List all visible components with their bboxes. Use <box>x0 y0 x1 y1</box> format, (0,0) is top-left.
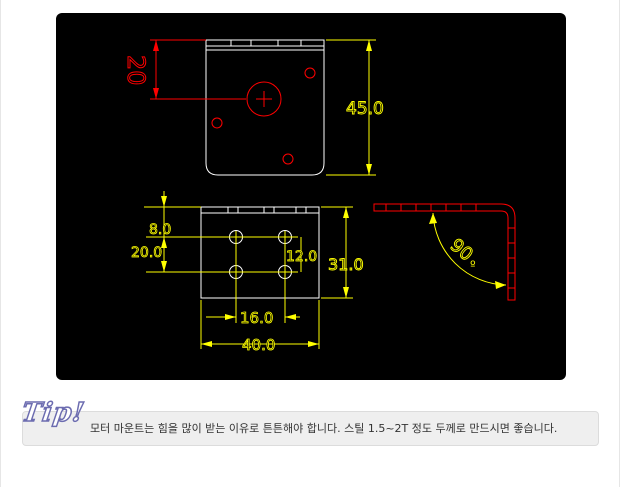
tip-text: 모터 마운트는 힘을 많이 받는 이유로 튼튼해야 합니다. 스틸 1.5~2T… <box>90 422 558 435</box>
tip-logo: Tip! <box>19 397 88 429</box>
top-view-height-dim-label: 45.0 <box>346 99 384 119</box>
side-view-degree-symbol: º <box>470 258 476 272</box>
front-view-plate-outline <box>200 206 320 299</box>
side-view-bracket-outline <box>373 203 516 301</box>
cad-drawing-panel: 45.0 20 <box>56 13 566 380</box>
tip-box <box>22 411 599 446</box>
side-view-angle-arc <box>432 212 507 286</box>
top-view-mount-hole <box>304 67 316 79</box>
front-view-height-dim-label: 31.0 <box>328 255 364 274</box>
front-view-inner-spacing-label: 12.0 <box>286 249 317 265</box>
top-view-shaft-hole <box>246 81 282 117</box>
front-view-hole-top-offset-label: 8.0 <box>149 222 171 238</box>
top-view-mount-hole <box>211 117 223 129</box>
side-view: 90 º <box>373 203 516 301</box>
frame-left-border <box>0 0 1 487</box>
top-view-plate-outline <box>205 39 325 176</box>
front-view: 31.0 12.0 8.0 20.0 16.0 <box>131 191 364 354</box>
front-view-outer-spacing-label: 20.0 <box>131 245 162 261</box>
front-view-horizontal-spacing-label: 16.0 <box>240 309 273 327</box>
front-view-width-dim-label: 40.0 <box>242 336 275 354</box>
top-view-mount-hole <box>282 153 294 165</box>
cad-drawing: 45.0 20 <box>122 39 516 354</box>
top-view-offset-dim-label: 20 <box>122 55 150 86</box>
top-view: 45.0 20 <box>122 39 384 176</box>
